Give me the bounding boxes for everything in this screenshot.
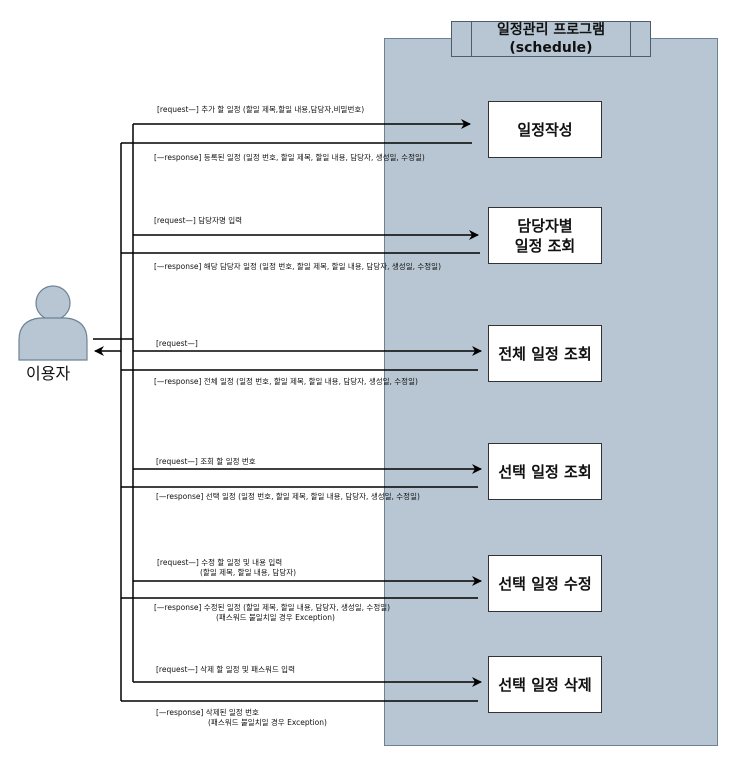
- response-label-6: [—response] 삭제된 일정 번호: [156, 708, 259, 717]
- func-query-all: 전체 일정 조회: [488, 325, 602, 382]
- title-box-right-bar: [630, 22, 650, 56]
- response-label-3: [—response] 전체 일정 (일정 번호, 할일 제목, 할일 내용, …: [154, 377, 418, 386]
- response-label-1: [—response] 등록된 일정 (일정 번호, 할일 제목, 할일 내용,…: [154, 153, 425, 162]
- func-query-selected: 선택 일정 조회: [488, 443, 602, 500]
- user-label: 이용자: [26, 364, 71, 383]
- response-extra-label-5: (패스워드 불일치일 경우 Exception): [216, 613, 335, 622]
- response-extra-label-6: (패스워드 불일치일 경우 Exception): [208, 718, 327, 727]
- request-label-4: [request—] 조회 할 일정 번호: [156, 457, 256, 466]
- request-label-2: [request—] 담당자명 입력: [154, 216, 243, 225]
- response-label-2: [—response] 해당 담당자 일정 (일정 번호, 할일 제목, 할일 …: [154, 262, 441, 271]
- func-delete-selected: 선택 일정 삭제: [488, 656, 602, 713]
- request-label-5: [request—] 수정 할 일정 및 내용 입력: [157, 558, 283, 567]
- request-extra-label-5: (할일 제목, 할일 내용, 담당자): [200, 568, 297, 577]
- func-create-schedule: 일정작성: [488, 101, 602, 158]
- response-label-5: [—response] 수정된 일정 (할일 제목, 할일 내용, 담당자, 생…: [154, 603, 391, 612]
- user-icon: [18, 285, 88, 361]
- system-title: 일정관리 프로그램: [497, 22, 605, 38]
- func-query-by-manager: 담당자별 일정 조회: [488, 207, 602, 264]
- title-box-left-bar: [452, 22, 472, 56]
- request-label-3: [request—]: [156, 339, 198, 348]
- request-label-6: [request—] 삭제 할 일정 및 패스워드 입력: [156, 665, 295, 674]
- func-update-selected: 선택 일정 수정: [488, 555, 602, 612]
- request-label-1: [request—] 추가 할 일정 (할일 제목,할일 내용,담당자,비밀번호…: [157, 105, 365, 114]
- system-subtitle: (schedule): [509, 40, 593, 56]
- system-title-box: 일정관리 프로그램 (schedule): [451, 21, 651, 57]
- response-label-4: [—response] 선택 일정 (일정 번호, 할일 제목, 할일 내용, …: [156, 492, 420, 501]
